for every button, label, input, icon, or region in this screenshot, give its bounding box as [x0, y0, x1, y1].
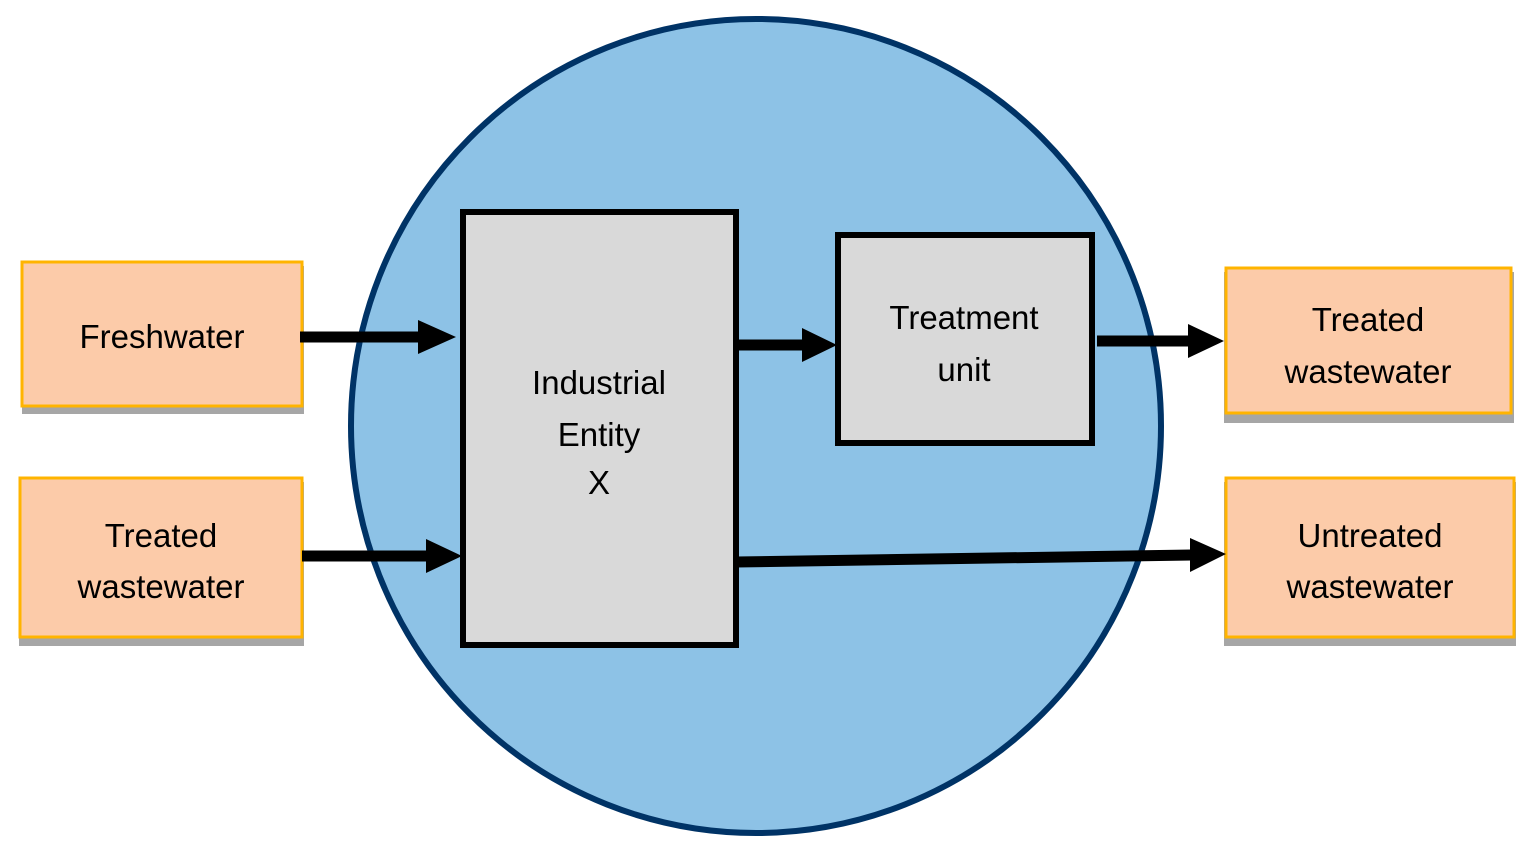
treatment-label-line1: Treatment [889, 299, 1038, 336]
industrial-label-line3: X [588, 464, 610, 501]
untreated-wastewater-output-box: Untreated wastewater [1224, 476, 1516, 646]
treated-input-label-line2: wastewater [77, 568, 245, 605]
arrow-freshwater-to-industrial [300, 320, 456, 354]
arrow-industrial-to-untreated-output [735, 538, 1226, 572]
treated-wastewater-output-box: Treated wastewater [1224, 266, 1514, 423]
industrial-entity-box: Industrial Entity X [460, 209, 739, 648]
untreated-label-line1: Untreated [1298, 517, 1443, 554]
freshwater-box: Freshwater [20, 260, 304, 414]
arrow-industrial-to-treatment [736, 328, 837, 362]
treated-input-label-line1: Treated [105, 517, 218, 554]
industrial-label-line1: Industrial [532, 364, 666, 401]
freshwater-label: Freshwater [79, 318, 244, 355]
industrial-label-line2: Entity [558, 416, 641, 453]
treated-wastewater-input-box: Treated wastewater [18, 476, 304, 646]
treatment-unit-box: Treatment unit [835, 232, 1095, 446]
arrow-treatment-to-treated-output [1097, 324, 1224, 358]
treated-output-label-line1: Treated [1312, 301, 1425, 338]
treated-output-label-line2: wastewater [1284, 353, 1452, 390]
treatment-label-line2: unit [937, 351, 990, 388]
arrow-treated-to-industrial [302, 539, 462, 573]
untreated-label-line2: wastewater [1286, 568, 1454, 605]
